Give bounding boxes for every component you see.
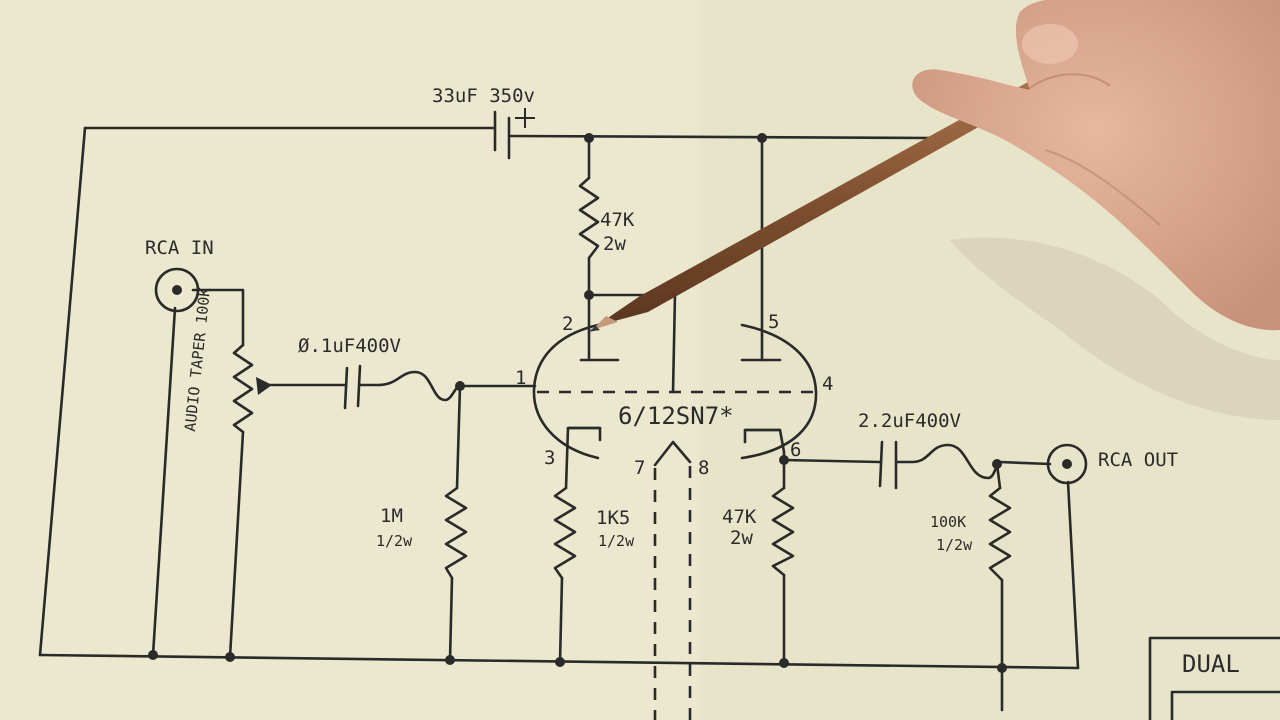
label-r-plate2-w: 2w: [730, 527, 753, 549]
label-r-cathode-w: 1/2w: [598, 532, 635, 550]
resistor-plate-2: [771, 486, 795, 577]
hand: [912, 0, 1280, 331]
label-cap-output: 2.2uF400V: [858, 410, 961, 432]
label-r-grid: 1M: [380, 505, 403, 527]
rca-in-jack: [154, 267, 200, 313]
label-cap-33uf: 33uF 350v: [432, 85, 535, 107]
potentiometer: [232, 343, 272, 434]
label-r-cathode: 1K5: [596, 507, 630, 529]
title-block-text: DUAL: [1182, 650, 1240, 678]
label-rca-in: RCA IN: [145, 237, 214, 259]
pencil: [588, 82, 1034, 332]
label-r-plate1: 47K: [600, 209, 635, 231]
resistor-cathode: [553, 486, 577, 580]
rca-out-jack: [1046, 443, 1088, 485]
label-r-out: 100K: [930, 513, 966, 531]
hand-shadow: [950, 237, 1280, 420]
label-rca-out: RCA OUT: [1098, 449, 1178, 471]
pin-3-label: 3: [544, 447, 555, 469]
pin-6-label: 6: [790, 439, 801, 461]
tube-6sn7: [532, 323, 818, 720]
pin-4-label: 4: [822, 373, 833, 395]
label-tube: 6/12SN7*: [618, 402, 734, 430]
label-cap-input: Ø.1uF400V: [298, 335, 401, 357]
resistor-plate-1: [578, 176, 600, 260]
capacitor-output: [878, 440, 898, 490]
resistor-output: [988, 486, 1012, 582]
pin-8-label: 8: [698, 457, 709, 479]
capacitor-33uf: [493, 108, 535, 160]
title-block: DUAL: [1148, 636, 1280, 720]
label-r-plate2: 47K: [722, 506, 757, 528]
pin-1-label: 1: [515, 367, 526, 389]
capacitor-input: [343, 364, 362, 410]
label-r-grid-w: 1/2w: [376, 532, 413, 550]
pin-2-label: 2: [562, 313, 573, 335]
pin-5-label: 5: [768, 311, 779, 333]
label-r-out-w: 1/2w: [936, 536, 973, 554]
resistor-grid: [444, 486, 468, 580]
label-r-plate1-w: 2w: [603, 233, 626, 255]
pin-7-label: 7: [634, 457, 645, 479]
